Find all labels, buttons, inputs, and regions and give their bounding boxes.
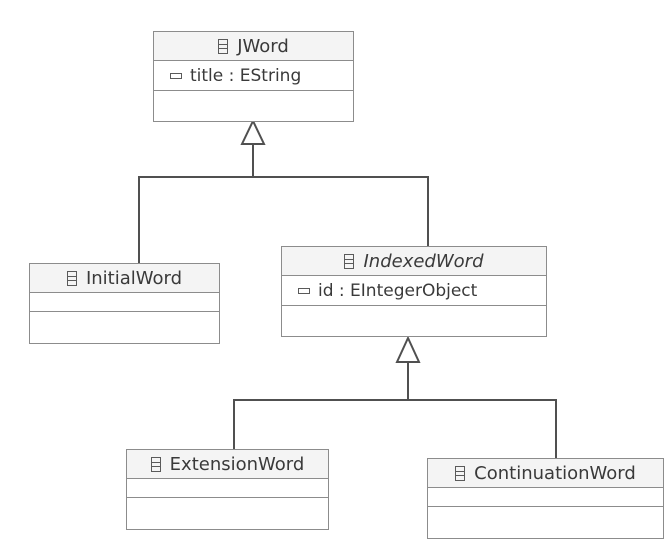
class-header: JWord — [154, 32, 353, 61]
operation-compartment — [154, 91, 353, 110]
class-name: JWord — [237, 35, 289, 57]
edge-extensionword-to-indexedword — [233, 362, 409, 449]
edge-continuationword-to-indexedword — [408, 399, 557, 458]
attribute-compartment: title : EString — [154, 61, 353, 91]
class-header: InitialWord — [30, 264, 219, 293]
class-extensionword[interactable]: ExtensionWord — [126, 449, 329, 530]
attribute-label: title : EString — [190, 65, 302, 86]
attribute-compartment — [428, 488, 663, 507]
class-jword[interactable]: JWord title : EString — [153, 31, 354, 122]
class-name: InitialWord — [85, 267, 183, 289]
operation-compartment — [30, 312, 219, 331]
class-indexedword[interactable]: IndexedWord id : EIntegerObject — [281, 246, 547, 337]
attribute-icon — [298, 287, 310, 294]
class-icon — [66, 270, 77, 286]
class-header: IndexedWord — [282, 247, 546, 276]
class-icon — [218, 38, 229, 54]
attribute-compartment — [127, 479, 328, 498]
class-name: ExtensionWord — [169, 453, 305, 475]
class-icon — [150, 456, 161, 472]
inheritance-arrow-jword — [240, 118, 266, 145]
operation-compartment — [127, 498, 328, 517]
inheritance-arrow-indexedword — [395, 335, 421, 363]
class-icon — [455, 465, 466, 481]
class-header: ContinuationWord — [428, 459, 663, 488]
operation-compartment — [282, 306, 546, 325]
attribute-row[interactable]: title : EString — [154, 61, 353, 90]
attribute-icon — [170, 72, 182, 79]
class-header: ExtensionWord — [127, 450, 328, 479]
class-name: ContinuationWord — [474, 462, 636, 484]
operation-compartment — [428, 507, 663, 526]
class-initialword[interactable]: InitialWord — [29, 263, 220, 344]
attribute-compartment: id : EIntegerObject — [282, 276, 546, 306]
class-continuationword[interactable]: ContinuationWord — [427, 458, 664, 539]
class-name: IndexedWord — [363, 250, 484, 272]
class-icon — [344, 253, 355, 269]
edge-initialword-to-jword — [138, 144, 254, 263]
attribute-row[interactable]: id : EIntegerObject — [282, 276, 546, 305]
attribute-compartment — [30, 293, 219, 312]
attribute-label: id : EIntegerObject — [318, 280, 478, 301]
edge-indexedword-to-jword — [253, 176, 429, 246]
